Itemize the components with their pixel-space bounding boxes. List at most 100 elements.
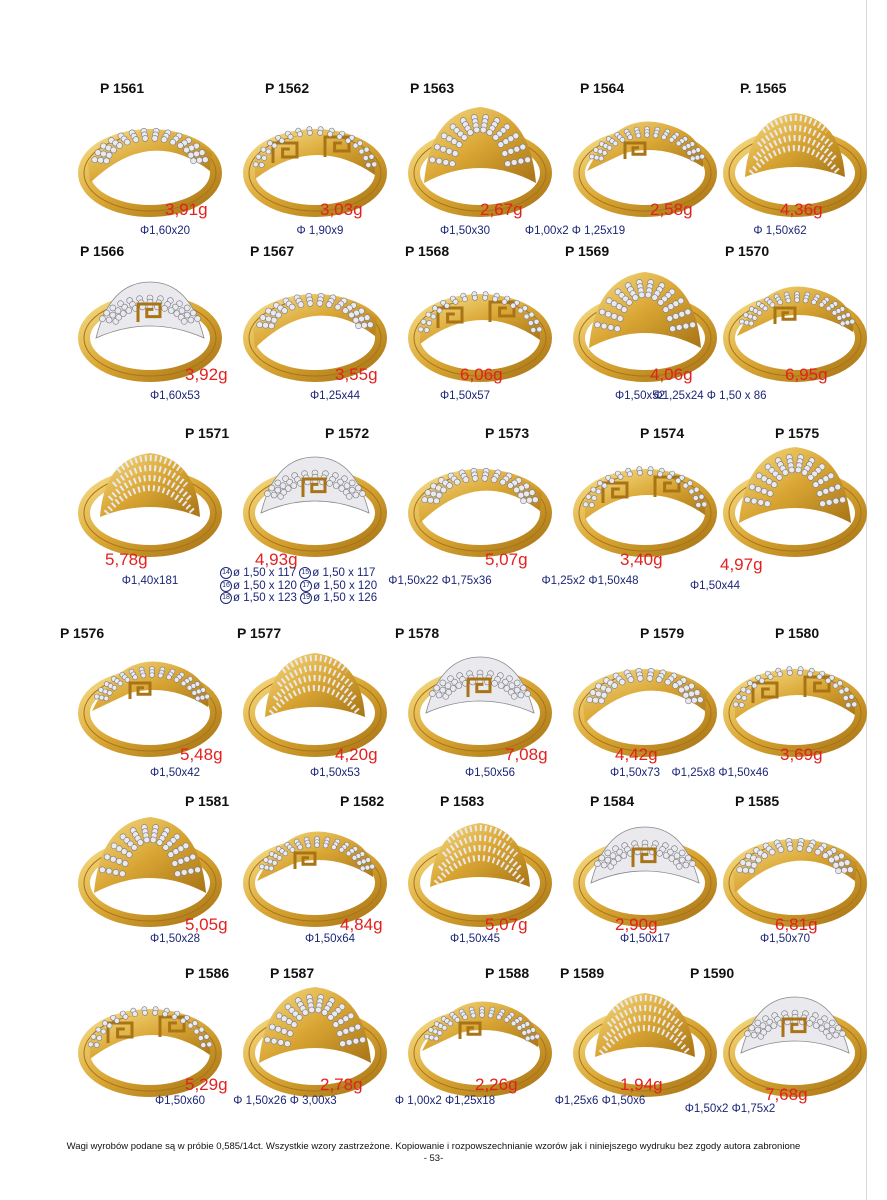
product-code: P 1585	[735, 793, 780, 809]
product-code: P 1588	[485, 965, 530, 981]
stone-spec-line: Φ1,25x24 Φ 1,50 x 86	[653, 390, 767, 402]
product-weight: 3,40g	[620, 550, 663, 569]
size-stone-spec: 1,50 x 123	[243, 592, 297, 605]
ring-image	[235, 973, 395, 1108]
ring-image	[235, 803, 395, 938]
stone-spec-line: Φ1,00x2 Φ 1,25x19	[524, 225, 626, 237]
product-code: P 1563	[410, 80, 455, 96]
product-weight: 6,95g	[785, 365, 828, 384]
size-stone-spec: 1,50 x 126	[323, 592, 378, 605]
stone-spec: Φ1,50x70	[760, 933, 810, 946]
product-weight: 6,06g	[460, 365, 503, 384]
stone-spec-line: Φ1,50x30	[439, 225, 491, 237]
product-weight: 7,68g	[765, 1085, 808, 1104]
stone-spec: Φ1,25x8 Φ1,50x46	[672, 767, 769, 780]
diameter-icon: ø	[313, 592, 324, 605]
ring-image	[565, 633, 725, 768]
stone-spec: Φ1,50x30	[440, 225, 490, 238]
product-code: P 1589	[560, 965, 605, 981]
product-weight: 2,67g	[480, 200, 523, 219]
product-code: P 1576	[60, 625, 105, 641]
product-code: P 1568	[405, 243, 450, 259]
ring-image	[400, 973, 560, 1108]
product-weight: 5,29g	[185, 1075, 228, 1094]
ring-size-badge: 18	[220, 592, 232, 605]
diameter-icon: ø	[233, 567, 244, 580]
ring-image	[70, 258, 230, 393]
stone-spec-line: Φ1,25x44	[309, 390, 361, 402]
product-code: P 1564	[580, 80, 625, 96]
product-code: P 1561	[100, 80, 145, 96]
ring-size-badge: 19	[300, 592, 313, 605]
stone-spec: Φ1,50x44	[690, 580, 740, 593]
stone-spec-line: Φ1,50x28	[149, 933, 201, 945]
product-code: P 1583	[440, 793, 485, 809]
ring-image	[70, 973, 230, 1108]
ring-image	[70, 633, 230, 768]
stone-spec-line: Φ1,50x56	[464, 767, 516, 779]
product-weight: 5,05g	[185, 915, 228, 934]
product-weight: 5,07g	[485, 550, 528, 569]
stone-spec: Φ1,00x2 Φ 1,25x19	[525, 225, 625, 238]
stone-spec: Φ1,50x60	[155, 1095, 205, 1108]
product-code: P 1573	[485, 425, 530, 441]
product-code: P 1582	[340, 793, 385, 809]
product-code: P 1574	[640, 425, 685, 441]
stone-spec-line: Φ 1,50x26 Φ 3,00x3	[233, 1095, 337, 1107]
product-weight: 1,94g	[620, 1075, 663, 1094]
stone-spec: Φ 1,90x9	[297, 225, 344, 238]
ring-size-badge: 17	[300, 579, 313, 592]
ring-image	[565, 803, 725, 938]
stone-spec-line: Φ1,40x181	[121, 575, 179, 587]
stone-spec: Φ 1,50x62	[753, 225, 806, 238]
size-stone-spec: 1,50 x 117	[243, 567, 297, 580]
stone-spec: Φ1,25x2 Φ1,50x48	[542, 575, 639, 588]
stone-spec-line: Φ1,50x17	[619, 933, 671, 945]
ring-image	[715, 93, 875, 228]
product-weight: 4,97g	[720, 555, 763, 574]
ring-image	[400, 93, 560, 228]
product-weight: 4,93g	[255, 550, 298, 569]
stone-spec-line: Φ1,50x60	[154, 1095, 206, 1107]
ring-image	[715, 803, 875, 938]
diameter-icon: ø	[233, 592, 244, 605]
ring-image	[70, 803, 230, 938]
ring-image	[235, 258, 395, 393]
ring-image	[70, 433, 230, 568]
stone-spec: Φ1,50x17	[620, 933, 670, 946]
stone-spec: Φ1,25x6 Φ1,50x6	[555, 1095, 646, 1108]
product-code: P 1584	[590, 793, 635, 809]
ring-image	[235, 93, 395, 228]
product-weight: 2,26g	[475, 1075, 518, 1094]
stone-spec: Φ1,60x20	[140, 225, 190, 238]
diameter-icon: ø	[233, 579, 244, 592]
stone-spec-line: Φ 1,50x62	[753, 225, 807, 237]
ring-image	[400, 803, 560, 938]
stone-spec: Φ1,50x56	[465, 767, 515, 780]
product-weight: 7,08g	[505, 745, 548, 764]
product-weight: 4,06g	[650, 365, 693, 384]
ring-image	[235, 433, 395, 568]
ring-image	[400, 433, 560, 568]
stone-spec-line: Φ1,50x57	[439, 390, 491, 402]
product-weight: 3,69g	[780, 745, 823, 764]
stone-spec-line: Φ1,25x2 Φ1,50x48	[541, 575, 639, 587]
